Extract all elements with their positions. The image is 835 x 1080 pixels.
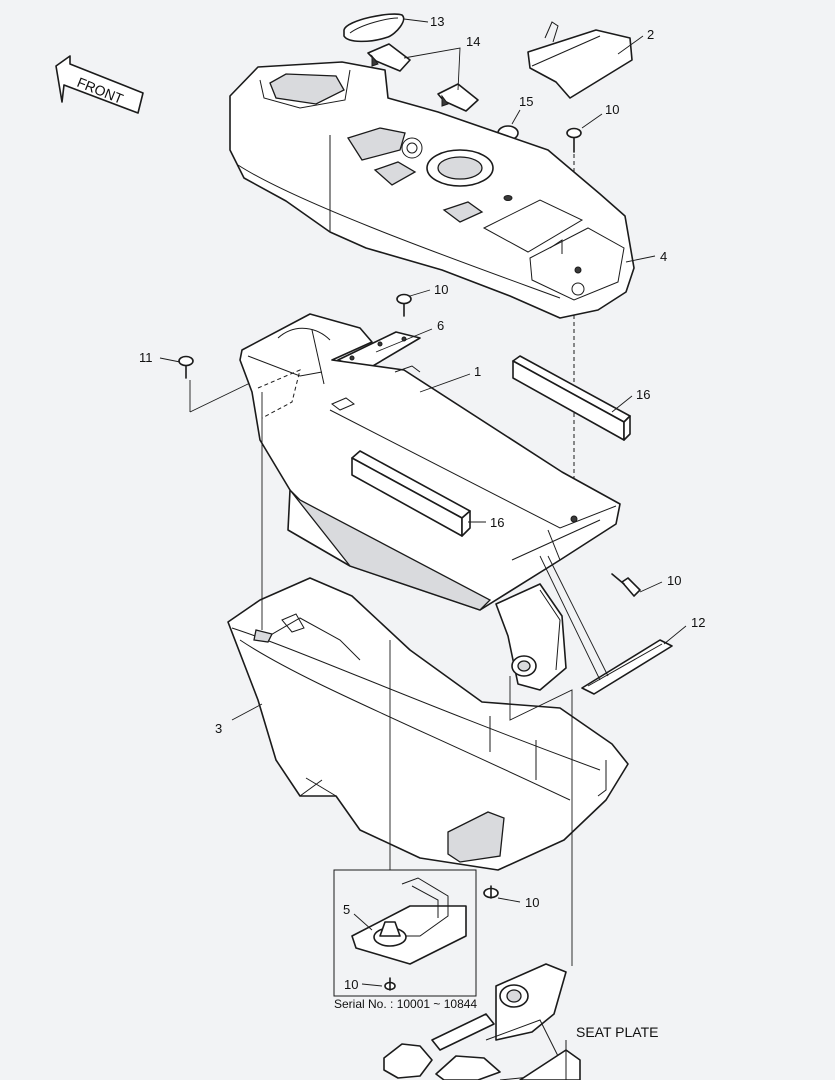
callout-6: 6 — [437, 318, 444, 333]
part-11-screw — [178, 355, 251, 413]
serial-number-caption: Serial No. : 10001 ~ 10844 — [334, 997, 477, 1011]
callout-4: 4 — [660, 249, 667, 264]
hinge-assembly — [495, 583, 567, 691]
callout-leaders — [159, 18, 687, 987]
callout-10-side: 10 — [667, 573, 681, 588]
seat-plate-mechanism: SEAT PLATE — [383, 963, 658, 1080]
part-10-screw-side — [611, 573, 641, 597]
callout-3: 3 — [215, 721, 222, 736]
callout-5: 5 — [343, 902, 350, 917]
part-10-screw-lower — [483, 885, 499, 899]
part-14-plug-upper — [367, 43, 411, 72]
callout-1: 1 — [474, 364, 481, 379]
part-10-screw-upper — [566, 127, 582, 515]
callout-12: 12 — [691, 615, 705, 630]
callout-11: 11 — [139, 350, 153, 365]
front-direction-arrow: FRONT — [55, 55, 144, 114]
callout-13: 13 — [430, 14, 444, 29]
part-14-plug-lower — [437, 83, 479, 112]
callout-15: 15 — [519, 94, 533, 109]
callout-16-left: 16 — [490, 515, 504, 530]
part-4-console-cover — [229, 61, 635, 319]
callout-16-right: 16 — [636, 387, 650, 402]
part-16-pad-right — [512, 355, 631, 441]
part-3-lower-housing — [227, 577, 629, 871]
callout-10-lower: 10 — [525, 895, 539, 910]
callout-14: 14 — [466, 34, 480, 49]
assembly-guide-lines — [261, 392, 609, 966]
part-13-cap — [343, 13, 405, 43]
callout-numbers: 13 14 2 15 10 4 10 6 11 1 16 16 10 12 3 … — [139, 14, 705, 992]
callout-10-inset: 10 — [344, 977, 358, 992]
part-2-lid — [527, 21, 633, 99]
callout-10-bracket: 10 — [434, 282, 448, 297]
serial-inset-box: Serial No. : 10001 ~ 10844 — [333, 869, 477, 1011]
callout-2: 2 — [647, 27, 654, 42]
part-16-pad-left — [351, 450, 471, 537]
part-10-screw-bracket — [396, 293, 412, 317]
seat-plate-label: SEAT PLATE — [576, 1024, 658, 1040]
part-1-frame — [239, 313, 621, 611]
callout-10-upper: 10 — [605, 102, 619, 117]
part-12-gasket — [581, 639, 673, 695]
